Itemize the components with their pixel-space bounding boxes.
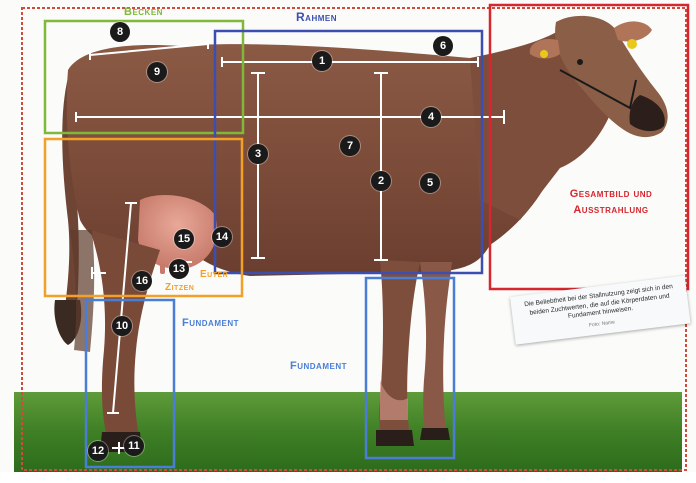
marker-5: 5 bbox=[420, 173, 440, 193]
marker-16: 16 bbox=[132, 271, 152, 291]
marker-14: 14 bbox=[212, 227, 232, 247]
marker-13: 13 bbox=[169, 259, 189, 279]
euter-label: Euter bbox=[200, 269, 228, 280]
marker-4: 4 bbox=[421, 107, 441, 127]
zitzen-label: Zitzen bbox=[165, 282, 194, 293]
marker-7: 7 bbox=[340, 136, 360, 156]
marker-12: 12 bbox=[88, 441, 108, 461]
marker-15: 15 bbox=[174, 229, 194, 249]
marker-3: 3 bbox=[248, 144, 268, 164]
marker-9: 9 bbox=[147, 62, 167, 82]
marker-1: 1 bbox=[312, 51, 332, 71]
marker-11: 11 bbox=[124, 436, 144, 456]
fundament-right-label: Fundament bbox=[290, 360, 347, 372]
marker-8: 8 bbox=[110, 22, 130, 42]
fundament-left-label: Fundament bbox=[182, 317, 239, 329]
marker-10: 10 bbox=[112, 316, 132, 336]
page-bottom-margin bbox=[0, 472, 696, 483]
marker-2: 2 bbox=[371, 171, 391, 191]
becken-label: Becken bbox=[124, 6, 163, 18]
gesamtbild-label: Gesamtbild und Ausstrahlung bbox=[560, 186, 662, 218]
rahmen-label: Rahmen bbox=[296, 10, 337, 24]
marker-6: 6 bbox=[433, 36, 453, 56]
